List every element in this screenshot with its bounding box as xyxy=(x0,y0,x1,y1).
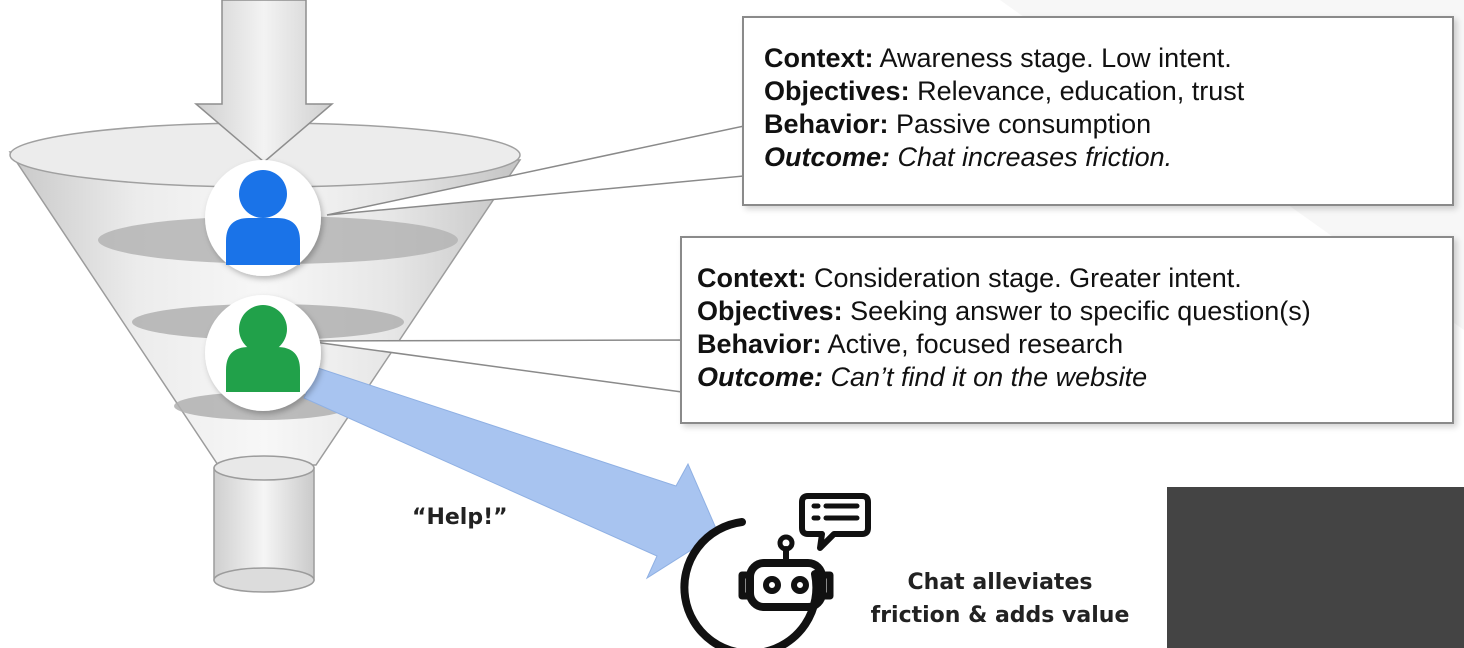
context-label: Context: xyxy=(697,263,807,293)
behavior-line: Behavior: Passive consumption xyxy=(764,108,1438,141)
dark-panel xyxy=(1167,487,1464,648)
outcome-text: Chat increases friction. xyxy=(890,142,1173,172)
down-arrow-icon xyxy=(193,0,335,163)
chat-caption: Chat alleviates friction & adds value xyxy=(864,566,1136,632)
outcome-text: Can’t find it on the website xyxy=(823,362,1148,392)
context-line: Context: Awareness stage. Low intent. xyxy=(764,42,1438,75)
behavior-label: Behavior: xyxy=(764,109,889,139)
funnel xyxy=(8,122,522,593)
outcome-line: Outcome: Can’t find it on the website xyxy=(697,361,1438,394)
funnel-spout xyxy=(213,467,315,581)
outcome-label: Outcome: xyxy=(764,142,891,172)
objectives-label: Objectives: xyxy=(764,76,910,106)
objectives-text: Relevance, education, trust xyxy=(909,76,1245,106)
behavior-text: Active, focused research xyxy=(821,329,1124,359)
callout-consideration: Context: Consideration stage. Greater in… xyxy=(680,236,1454,424)
user-icon-consideration xyxy=(226,305,300,392)
chat-bubble-icon xyxy=(799,493,871,551)
context-text: Consideration stage. Greater intent. xyxy=(806,263,1242,293)
outcome-line: Outcome: Chat increases friction. xyxy=(764,141,1438,174)
user-icon-awareness xyxy=(226,170,300,265)
chatbot-icon xyxy=(680,493,871,648)
chat-caption-line: friction & adds value xyxy=(870,603,1130,628)
objectives-line: Objectives: Relevance, education, trust xyxy=(764,75,1438,108)
behavior-line: Behavior: Active, focused research xyxy=(697,328,1438,361)
outcome-label: Outcome: xyxy=(697,362,824,392)
behavior-label: Behavior: xyxy=(697,329,822,359)
context-label: Context: xyxy=(764,43,874,73)
chat-caption-line: Chat alleviates xyxy=(907,570,1093,595)
context-text: Awareness stage. Low intent. xyxy=(873,43,1232,73)
objectives-line: Objectives: Seeking answer to specific q… xyxy=(697,295,1438,328)
help-arrow xyxy=(303,367,719,580)
objectives-text: Seeking answer to specific question(s) xyxy=(842,296,1311,326)
behavior-text: Passive consumption xyxy=(888,109,1152,139)
context-line: Context: Consideration stage. Greater in… xyxy=(697,262,1438,295)
help-label: “Help!” xyxy=(412,505,508,530)
callout-awareness: Context: Awareness stage. Low intent. Ob… xyxy=(742,16,1454,206)
objectives-label: Objectives: xyxy=(697,296,843,326)
